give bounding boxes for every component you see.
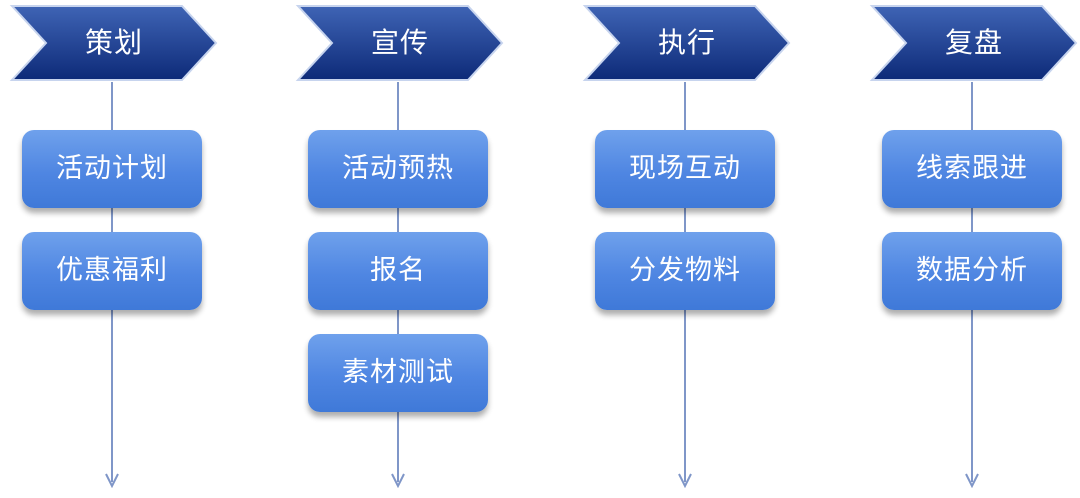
task-box: 活动预热 <box>308 130 488 208</box>
task-box: 现场互动 <box>595 130 775 208</box>
arrow-down-icon <box>391 473 405 488</box>
stage-header: 复盘 <box>869 4 1078 82</box>
stage-header: 宣传 <box>295 4 504 82</box>
stage-header: 策划 <box>9 4 218 82</box>
task-list: 线索跟进数据分析 <box>882 130 1062 334</box>
chevron-shape <box>582 5 791 81</box>
task-box: 报名 <box>308 232 488 310</box>
task-list: 现场互动分发物料 <box>595 130 775 334</box>
stage-title: 执行 <box>657 26 716 59</box>
task-list: 活动预热报名素材测试 <box>308 130 488 436</box>
stage-title: 复盘 <box>944 26 1003 59</box>
task-list: 活动计划优惠福利 <box>22 130 202 334</box>
chevron-shape <box>295 5 504 81</box>
task-box: 优惠福利 <box>22 232 202 310</box>
arrow-down-icon <box>678 473 692 488</box>
task-box: 活动计划 <box>22 130 202 208</box>
arrow-down-icon <box>105 473 119 488</box>
task-box: 数据分析 <box>882 232 1062 310</box>
task-box: 线索跟进 <box>882 130 1062 208</box>
stage-title: 宣传 <box>370 26 429 59</box>
stage-header: 执行 <box>582 4 791 82</box>
stage-column: 策划活动计划优惠福利 <box>2 0 222 498</box>
task-box: 分发物料 <box>595 232 775 310</box>
stage-column: 宣传活动预热报名素材测试 <box>288 0 508 498</box>
chevron-shape <box>9 5 218 81</box>
chevron-shape <box>869 5 1078 81</box>
stage-title: 策划 <box>84 26 143 59</box>
arrow-down-icon <box>965 473 979 488</box>
task-box: 素材测试 <box>308 334 488 412</box>
stage-column: 复盘线索跟进数据分析 <box>862 0 1080 498</box>
stage-column: 执行现场互动分发物料 <box>575 0 795 498</box>
